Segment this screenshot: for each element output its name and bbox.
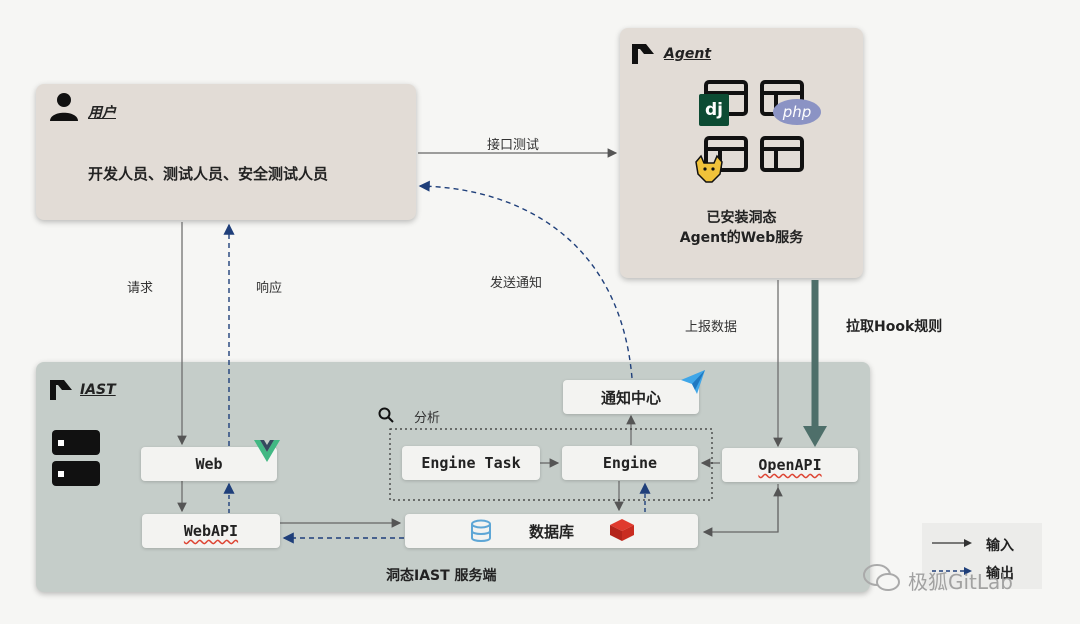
- edge-label-response: 响应: [256, 281, 283, 296]
- agent-caption-line2: Agent的Web服务: [679, 230, 804, 246]
- user-roles: 开发人员、测试人员、安全测试人员: [88, 165, 329, 183]
- legend-input-label: 输入: [986, 538, 1014, 554]
- engine-task-box: Engine Task: [402, 446, 540, 480]
- webapi-label: WebAPI: [183, 522, 239, 540]
- legend: 输入 输出: [922, 523, 1042, 589]
- django-logo-icon: dj: [699, 94, 729, 126]
- webapi-box: WebAPI: [142, 514, 280, 548]
- dongtai-logo-icon: [50, 380, 72, 400]
- server-window-icon: [760, 136, 804, 172]
- web-box: Web: [141, 447, 277, 481]
- edge-label-pull-hook: 拉取Hook规则: [846, 319, 943, 335]
- dongtai-logo-icon: [632, 44, 654, 64]
- analysis-label: 分析: [414, 411, 441, 426]
- user-panel-title: 用户: [88, 105, 116, 121]
- php-logo-icon: php: [773, 99, 821, 125]
- tomcat-logo-icon: [695, 154, 723, 183]
- database-box: 数据库: [405, 514, 698, 548]
- agent-panel-title: Agent: [664, 46, 712, 62]
- vue-logo-icon: [254, 440, 280, 462]
- legend-output-arrow: [932, 567, 972, 575]
- server-icon: [52, 430, 100, 486]
- agent-caption-line1: 已安装洞态: [706, 210, 777, 226]
- send-plane-icon: [681, 370, 705, 394]
- legend-input-arrow: [932, 539, 972, 547]
- edge-label-report: 上报数据: [685, 320, 738, 335]
- notify-center-box: 通知中心: [563, 380, 699, 414]
- redis-logo-icon: [610, 519, 634, 541]
- edge-label-notify: 发送通知: [490, 276, 543, 291]
- engine-box: Engine: [562, 446, 698, 480]
- hook-arrow-head: [803, 426, 827, 447]
- legend-output-label: 输出: [986, 566, 1014, 582]
- edge-label-api-test: 接口测试: [487, 138, 540, 153]
- iast-panel-title: IAST: [80, 382, 116, 398]
- database-label: 数据库: [528, 522, 574, 541]
- watermark-text: 极狐GitLab: [908, 570, 1013, 594]
- iast-footer: 洞态IAST 服务端: [386, 568, 497, 584]
- user-icon: [50, 93, 78, 121]
- edge-label-request: 请求: [127, 281, 154, 296]
- search-icon: [378, 407, 394, 423]
- wechat-icon: [863, 564, 900, 591]
- openapi-box: OpenAPI: [722, 448, 858, 482]
- database-icon: [471, 519, 491, 542]
- agent-panel: [620, 28, 863, 278]
- openapi-label: OpenAPI: [758, 456, 822, 474]
- user-panel: [36, 84, 416, 220]
